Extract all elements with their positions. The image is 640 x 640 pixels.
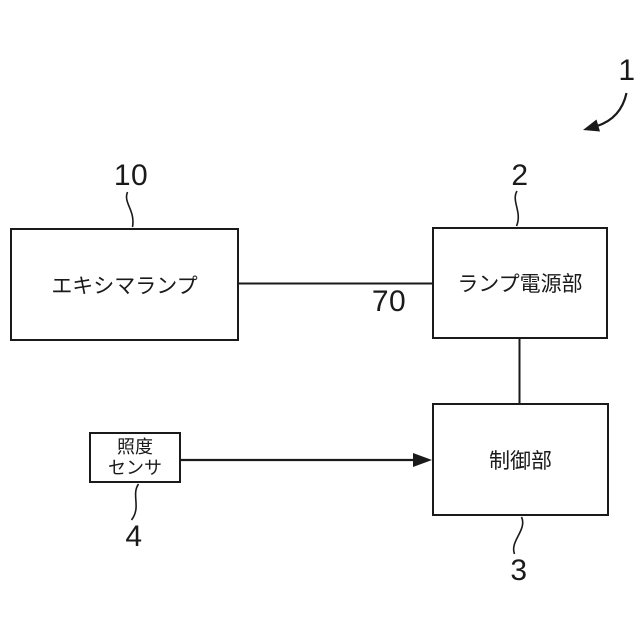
- leader-line-ref-2: [514, 190, 520, 227]
- box-excimer-lamp-label: エキシマランプ: [51, 274, 198, 298]
- box-illuminance-sensor-label-line2: センサ: [108, 457, 162, 478]
- ref-numeral-1: 1: [618, 54, 636, 87]
- leader-line-ref-10: [125, 191, 134, 228]
- figure-ref-arrow-line: [596, 92, 628, 128]
- box-illuminance-sensor-label-line1: 照度: [117, 436, 153, 457]
- box-excimer-lamp: エキシマランプ: [10, 228, 239, 341]
- box-control-unit: 制御部: [432, 403, 609, 516]
- leader-line-ref-4: [130, 483, 140, 521]
- leader-line-ref-3: [512, 516, 524, 555]
- box-lamp-power-unit-label: ランプ電源部: [457, 273, 583, 296]
- ref-numeral-2: 2: [511, 159, 529, 192]
- ref-numeral-10: 10: [113, 159, 149, 192]
- box-lamp-power-unit: ランプ電源部: [432, 227, 608, 339]
- arrow-sensor-to-control-head: [413, 453, 432, 467]
- ref-numeral-4: 4: [125, 520, 143, 553]
- ref-numeral-3: 3: [510, 554, 528, 587]
- figure-ref-arrow-head: [583, 119, 600, 132]
- box-control-unit-label: 制御部: [489, 449, 552, 473]
- box-illuminance-sensor: 照度 センサ: [89, 432, 181, 483]
- ref-numeral-70: 70: [371, 285, 407, 318]
